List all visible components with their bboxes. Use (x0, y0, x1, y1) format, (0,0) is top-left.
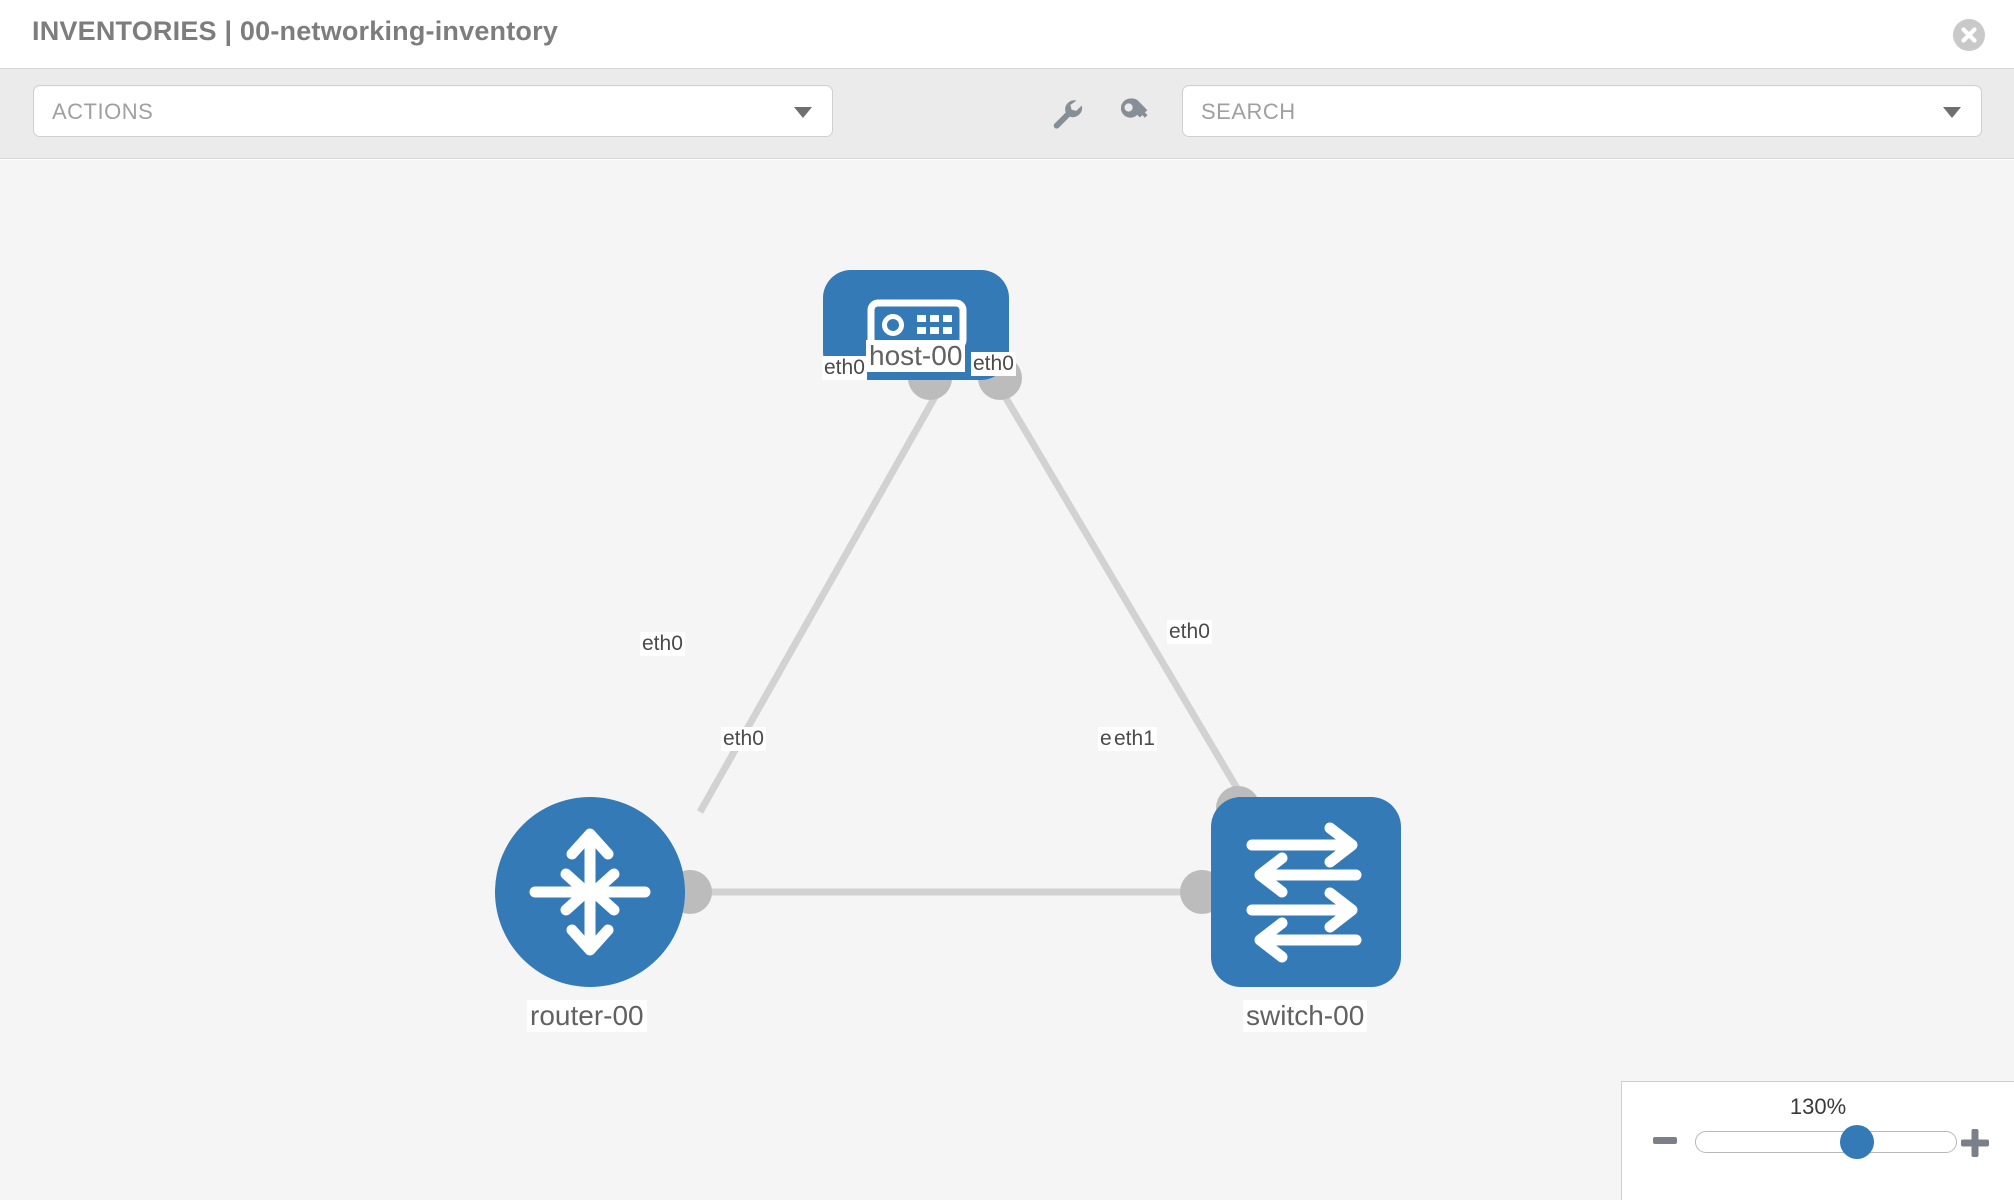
actions-dropdown-label: ACTIONS (52, 99, 154, 124)
actions-dropdown[interactable]: ACTIONS (33, 85, 833, 137)
node-label-host: host-00 (866, 340, 966, 373)
zoom-slider[interactable] (1695, 1125, 1957, 1159)
node-switch-00 (1211, 797, 1401, 987)
plus-icon[interactable] (1960, 1128, 1990, 1158)
close-icon[interactable] (1952, 18, 1986, 52)
node-label-switch: switch-00 (1243, 1000, 1368, 1033)
zoom-level-value: 130% (1789, 1094, 1847, 1119)
key-icon[interactable] (1114, 93, 1154, 133)
link-host-switch (996, 386, 1248, 802)
chevron-down-icon[interactable] (794, 107, 812, 118)
minus-icon[interactable] (1652, 1128, 1678, 1154)
wrench-icon[interactable] (1046, 93, 1086, 133)
switch-arrows-icon (1246, 822, 1362, 963)
iface-label: eth0 (822, 356, 867, 381)
iface-label: eth0 (971, 352, 1016, 377)
page-header: INVENTORIES | 00-networking-inventory (0, 0, 2014, 69)
iface-label: eth0 (640, 632, 685, 657)
topology-links (690, 386, 1248, 896)
zoom-control-panel: 130% (1621, 1081, 2014, 1200)
iface-label: eth1 (1112, 727, 1157, 752)
chevron-down-icon[interactable] (1943, 107, 1961, 118)
iface-label: eth0 (721, 727, 766, 752)
page-title: INVENTORIES | 00-networking-inventory (32, 16, 559, 46)
node-router-00 (495, 797, 685, 987)
topology-canvas[interactable]: eth0 eth0 eth0 eth0 eth0 eth eth1 host-0… (0, 160, 2014, 1200)
zoom-slider-thumb[interactable] (1840, 1125, 1875, 1159)
node-label-router: router-00 (527, 1000, 647, 1033)
iface-label: eth0 (1167, 620, 1212, 645)
search-placeholder: SEARCH (1201, 99, 1296, 124)
router-arrows-icon (529, 828, 651, 956)
search-input[interactable]: SEARCH (1182, 85, 1982, 137)
